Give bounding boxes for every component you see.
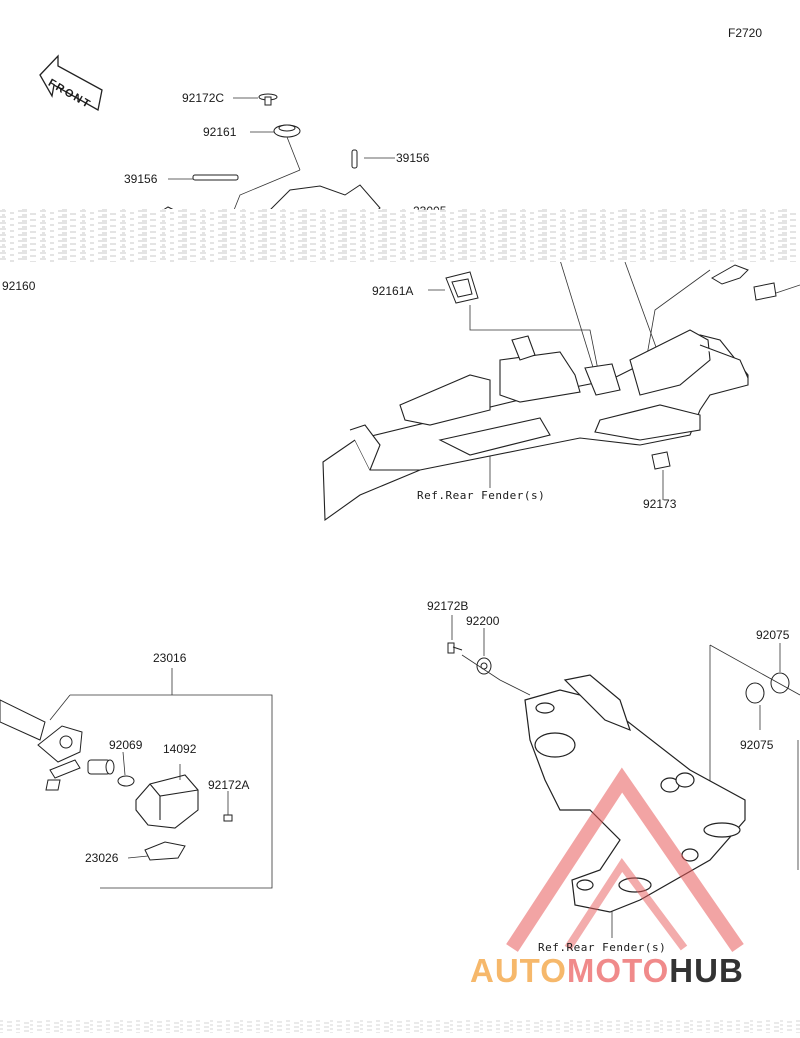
bolt-92172c-icon — [258, 93, 278, 106]
part-92075-top: 92075 — [756, 628, 790, 642]
part-92172c: 92172C — [182, 91, 225, 105]
part-92160: 92160 — [2, 279, 36, 293]
part-23026: 23026 — [85, 851, 119, 865]
screw-92172a-icon — [223, 814, 233, 822]
scan-noise-bottom — [0, 1020, 800, 1033]
rear-fender-upper-assembly-icon — [322, 329, 749, 522]
watermark-logo: AUTOMOTOHUB — [470, 954, 744, 987]
part-92161a: 92161A — [372, 284, 414, 298]
cover-23026-icon — [144, 841, 186, 861]
front-arrow-icon — [39, 54, 103, 112]
bulb-icon — [117, 775, 135, 787]
part-39156-right: 39156 — [396, 151, 430, 165]
ref-rear-fender-lower: Ref.Rear Fender(s) — [538, 941, 667, 954]
part-23005: 23005 — [413, 205, 446, 210]
figure-code: F2720 — [728, 26, 763, 40]
watermark-part-auto: AUTO — [470, 952, 567, 989]
damper-92075-icon — [745, 672, 790, 704]
watermark-part-moto: MOTO — [566, 952, 670, 989]
band-39156-left-icon — [192, 174, 239, 181]
part-92161: 92161 — [203, 125, 237, 139]
part-92069: 92069 — [109, 738, 143, 752]
lamp-base-icon — [0, 699, 83, 791]
part-92200: 92200 — [466, 614, 500, 628]
leader-lines-lamp — [122, 751, 229, 859]
bracket-box-23016 — [49, 668, 273, 889]
ref-rear-fender-upper: Ref.Rear Fender(s) — [417, 489, 546, 502]
part-14092: 14092 — [163, 742, 197, 756]
grommet-92161a-icon — [445, 271, 479, 304]
socket-92069-icon — [87, 759, 115, 775]
watermark-triangle-icon — [506, 767, 744, 952]
clip-small-icon — [711, 264, 777, 301]
watermark-part-hub: HUB — [669, 952, 744, 989]
scan-noise-band — [0, 209, 800, 262]
part-39156-left: 39156 — [124, 172, 158, 186]
part-92075-bottom: 92075 — [740, 738, 774, 752]
part-92173: 92173 — [643, 497, 677, 511]
lens-14092-icon — [135, 774, 199, 829]
bolt-92172b-icon — [447, 642, 463, 654]
part-92172a: 92172A — [208, 778, 250, 792]
band-39156-right-icon — [351, 149, 358, 169]
part-92172b: 92172B — [427, 599, 469, 613]
grommet-92161-icon — [273, 124, 301, 138]
part-23016: 23016 — [153, 651, 187, 665]
clip-92173-icon — [651, 451, 671, 470]
